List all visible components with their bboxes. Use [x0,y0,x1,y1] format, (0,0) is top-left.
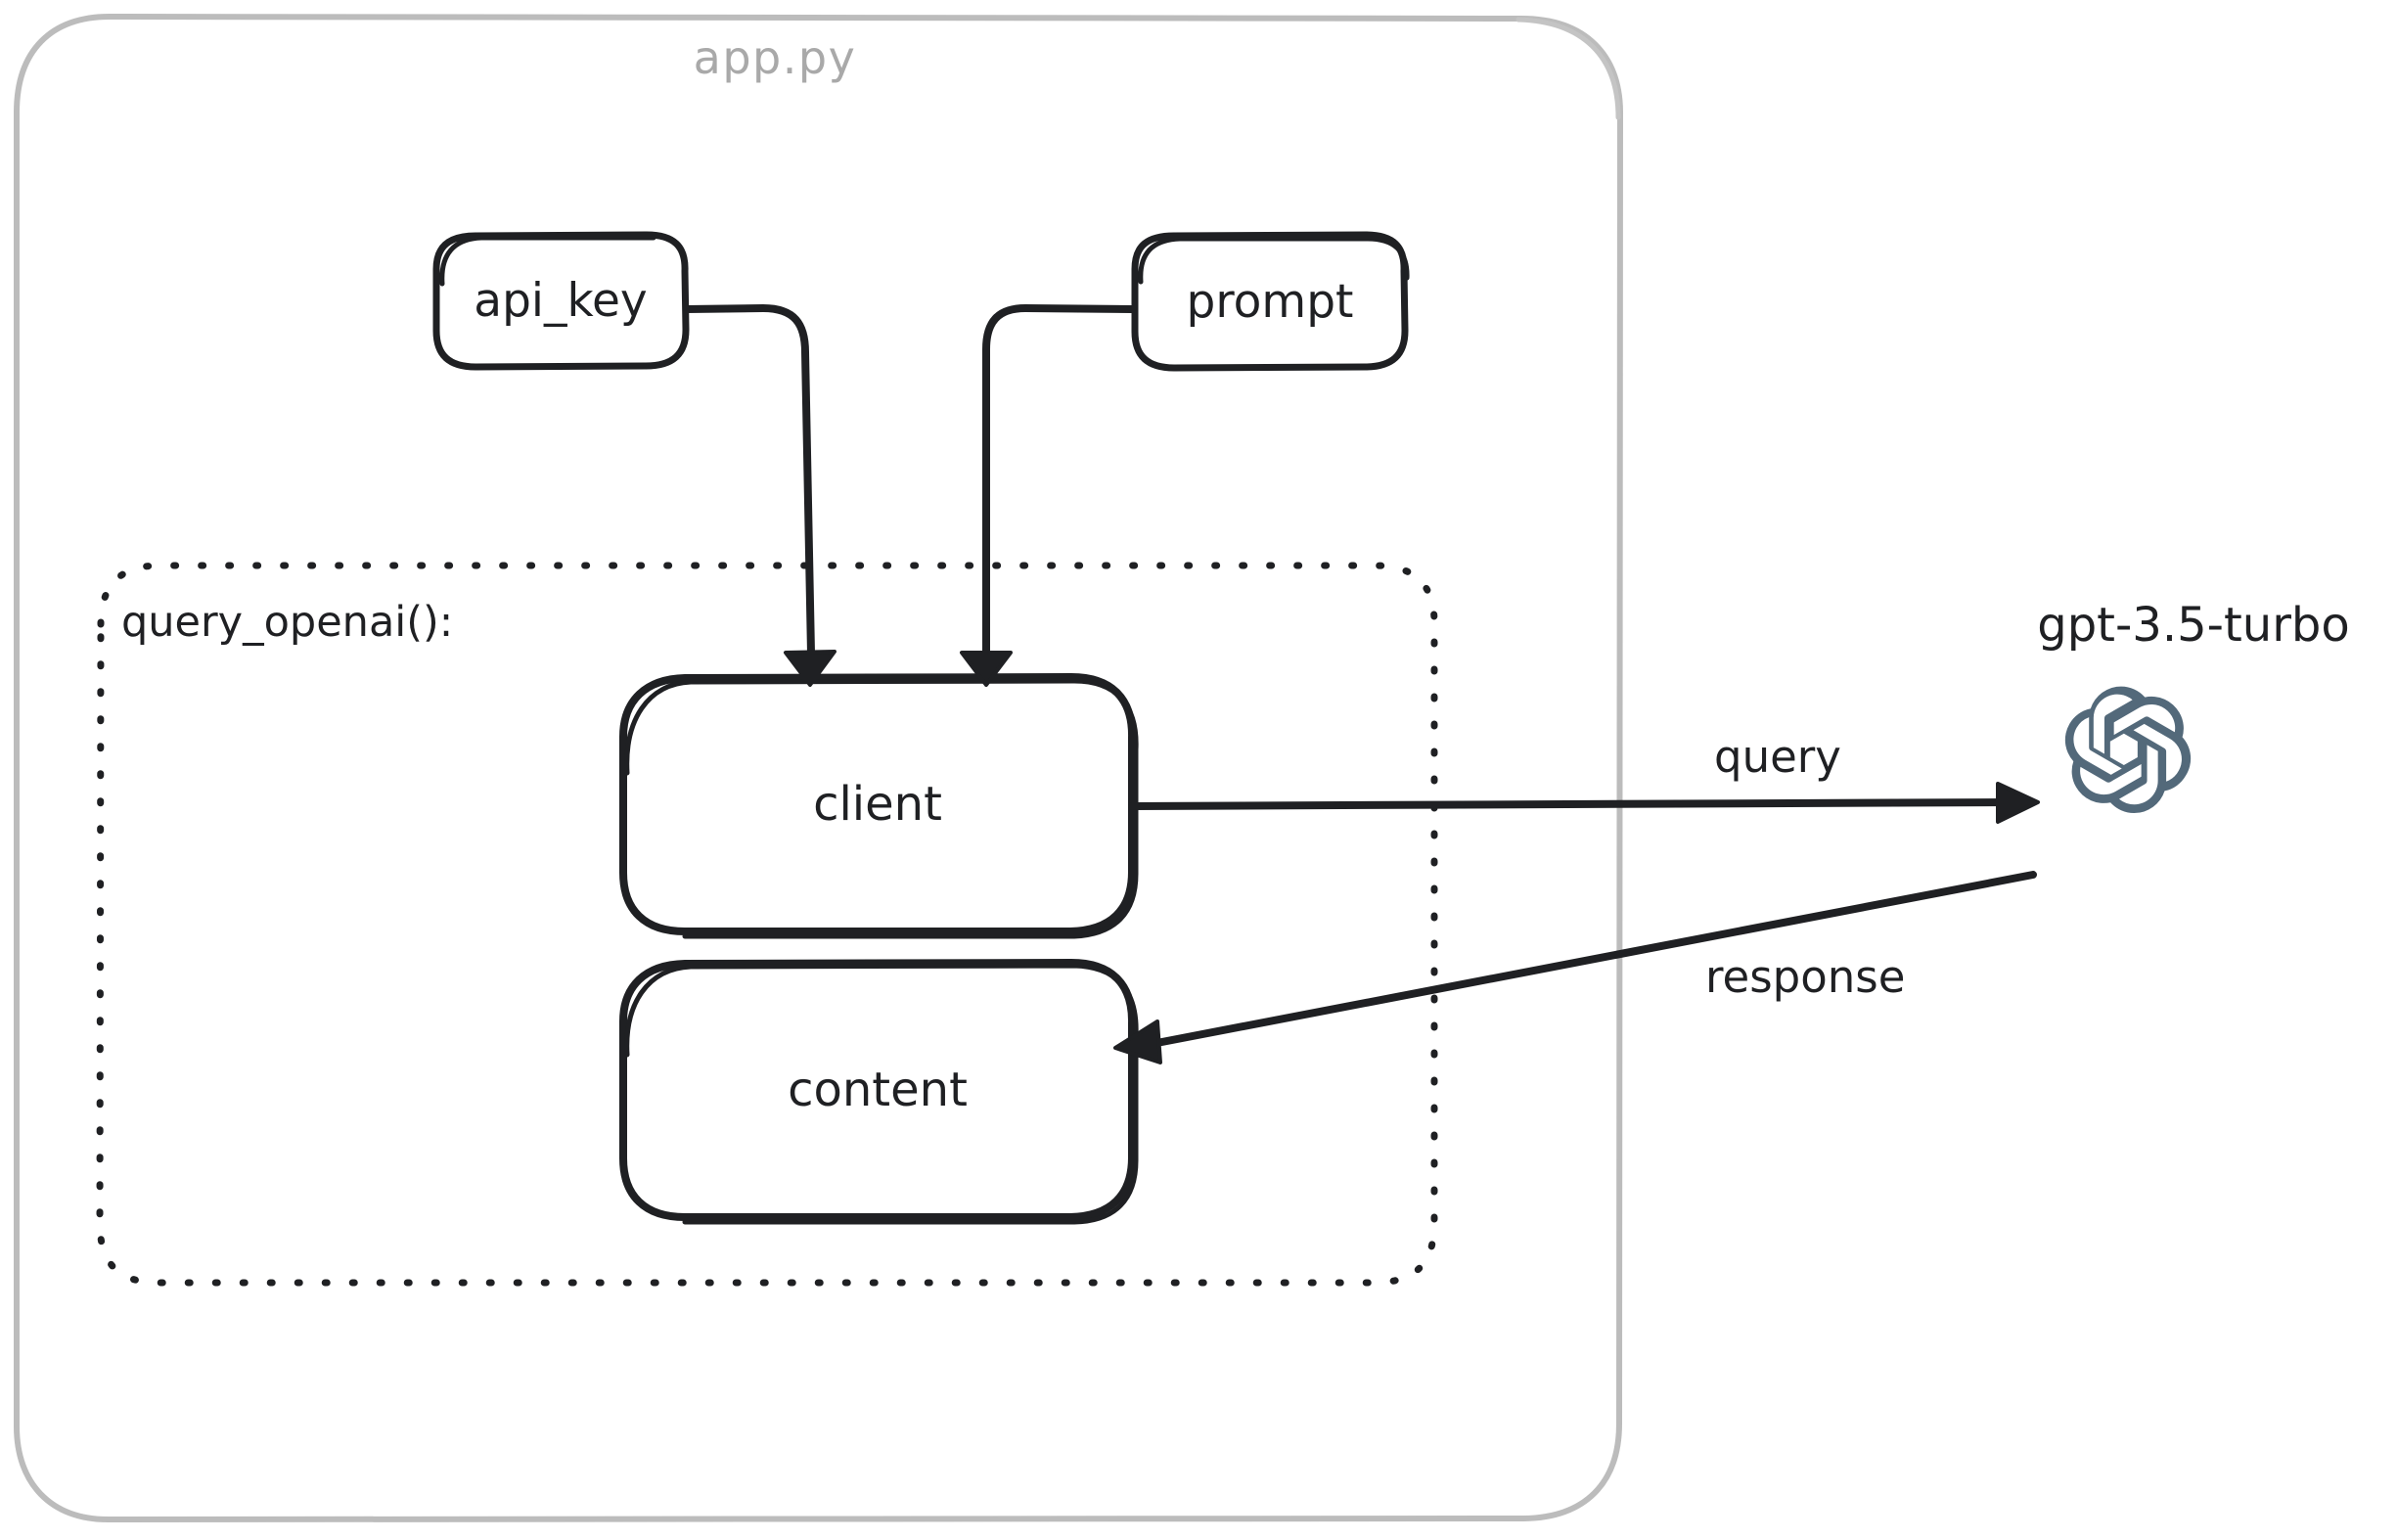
app-file-border-sketch-overlay [1515,17,1621,120]
content-box-sketch-overlay [624,963,1139,1225]
model-label: gpt-3.5-turbo [2037,598,2350,653]
content-label: content [788,1063,968,1117]
response-edge-label: response [1705,951,1905,1003]
api_key-to-client-line [683,304,815,657]
query-openai-label: query_openai(): [121,598,453,647]
openai-logo [2064,686,2192,814]
query-edge-label: query [1714,731,1841,783]
query-line [1128,798,2012,810]
node-api_key[interactable]: api_key [432,231,690,371]
app-file-title: app.py [694,31,857,84]
edge-api_key-to-client [683,304,837,687]
response-line [1143,871,2037,1049]
api_key-box-outline [432,231,690,371]
api_key-to-client-arrowhead [784,650,837,687]
node-prompt[interactable]: prompt [1131,231,1410,372]
response-arrowhead [1113,1019,1162,1064]
edge-prompt-to-client [960,304,1136,687]
edge-client-to-model: query [1128,731,2040,824]
app-file-border [14,13,1624,1523]
api_key-box-sketch-overlay [439,235,656,287]
prompt-box-outline [1131,231,1409,372]
client-box-sketch-overlay [624,678,1139,939]
prompt-label: prompt [1187,275,1354,329]
prompt-to-client-arrowhead [960,651,1013,687]
content-box-outline [619,959,1137,1221]
client-box-outline [619,673,1137,935]
prompt-to-client-line [982,304,1136,657]
edge-model-to-content: response [1113,871,2037,1064]
container-app-file [14,13,1624,1523]
prompt-box-sketch-overlay [1138,236,1410,285]
node-client[interactable]: client [619,673,1139,939]
client-label: client [813,777,942,832]
api_key-label: api_key [474,274,647,328]
query-arrowhead [1996,782,2040,824]
node-content[interactable]: content [619,959,1139,1225]
